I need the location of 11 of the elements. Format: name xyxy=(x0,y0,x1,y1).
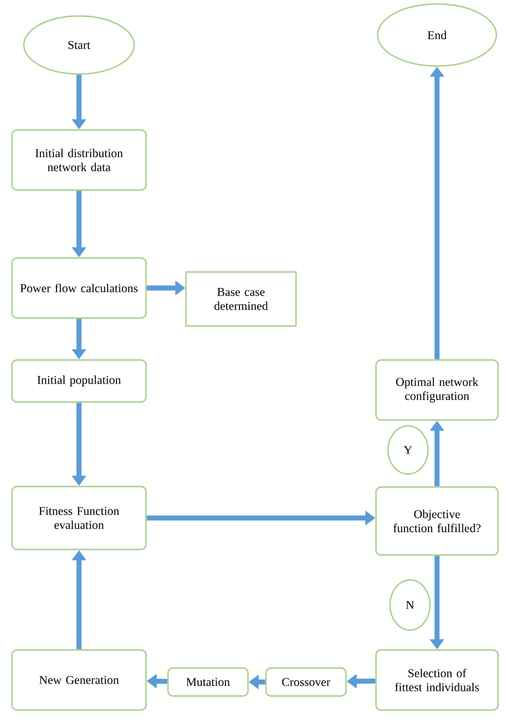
process-box: New Generation xyxy=(11,649,147,711)
process-box: Objective function fulfilled? xyxy=(375,486,499,556)
process-box: Fitness Function evaluation xyxy=(11,486,147,550)
process-box: Base case determined xyxy=(185,271,297,327)
process-box: Mutation xyxy=(167,667,249,697)
process-box: Selection of fittest individuals xyxy=(375,649,499,711)
process-box: Power flow calculations xyxy=(11,257,147,319)
process-box: Initial distribution network data xyxy=(11,129,147,191)
process-box: Optimal network configuration xyxy=(375,359,499,421)
process-box: Initial population xyxy=(11,359,147,403)
process-box: Crossover xyxy=(265,667,347,697)
